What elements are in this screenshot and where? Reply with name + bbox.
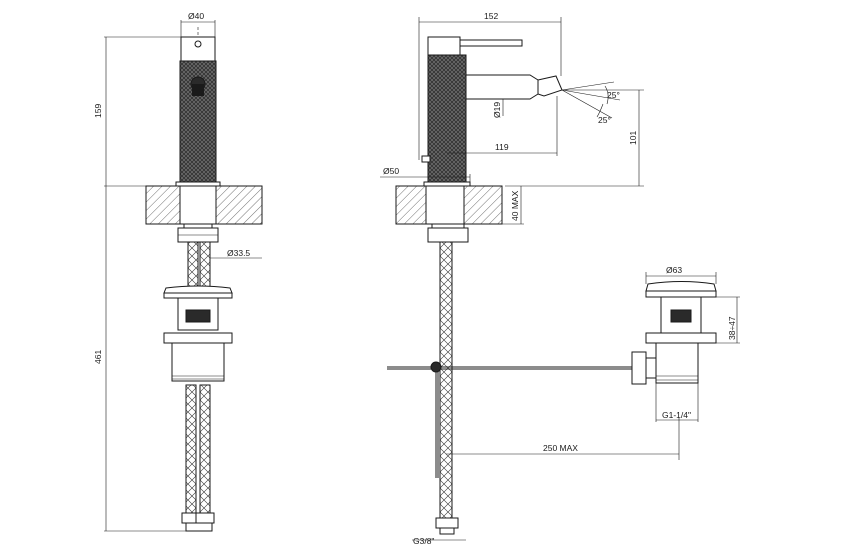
side-cap xyxy=(427,36,461,56)
front-base-ring xyxy=(175,181,221,187)
waste-dim-cap-diameter: Ø63 xyxy=(666,265,682,275)
side-spout-nozzle xyxy=(537,75,563,97)
front-waste-cap xyxy=(163,292,233,299)
side-nut xyxy=(427,227,469,243)
waste-flange xyxy=(645,332,717,344)
side-deck-right xyxy=(463,185,503,225)
side-rod-clamp xyxy=(430,361,442,373)
side-dim-angle-top: 25° xyxy=(607,90,620,100)
side-dim-spout-reach: 119 xyxy=(495,142,509,152)
side-dim-spout-height: 101 xyxy=(628,131,638,145)
front-dim-top-diameter: Ø40 xyxy=(188,11,204,21)
waste-body xyxy=(660,296,702,334)
front-deck-right xyxy=(215,185,263,225)
front-deck-left xyxy=(145,185,181,225)
side-dim-rod-length: 250 MAX xyxy=(543,443,578,453)
side-hose xyxy=(439,241,453,531)
waste-cap xyxy=(645,290,717,298)
side-dim-spout-diameter: Ø19 xyxy=(492,102,502,118)
side-dim-deck-thickness: 40 MAX xyxy=(510,190,520,221)
waste-view: Ø63 38÷47 G1-1/4" xyxy=(631,265,740,422)
waste-dim-height: 38÷47 xyxy=(727,316,737,340)
side-lever xyxy=(459,39,523,47)
side-knurled-body xyxy=(427,54,467,183)
side-spout xyxy=(465,74,539,100)
front-hose-left-upper xyxy=(187,241,199,291)
front-hose-end-right xyxy=(195,512,215,524)
front-hose-right-lower xyxy=(199,384,211,514)
front-shank xyxy=(179,185,217,225)
waste-dim-thread: G1-1/4" xyxy=(662,410,691,420)
front-cap-hole xyxy=(194,40,202,48)
front-hose-right-upper xyxy=(199,241,211,291)
front-view: Ø40 159 461 Ø33.5 xyxy=(93,11,263,532)
side-dim-hose-thread: G3/8" xyxy=(413,536,434,546)
side-dim-base-diameter: Ø50 xyxy=(383,166,399,176)
side-base-ring xyxy=(423,181,471,187)
waste-thread xyxy=(655,342,699,384)
front-lever-stem xyxy=(192,84,204,96)
front-waste-thread xyxy=(171,342,225,382)
side-dim-angle-bottom: 25° xyxy=(598,115,611,125)
side-angle-line-center xyxy=(561,89,621,101)
front-waste-slot xyxy=(185,309,211,323)
side-deck-left xyxy=(395,185,427,225)
side-shank xyxy=(425,185,465,225)
front-dim-height-upper: 159 xyxy=(93,104,103,118)
waste-cap-top xyxy=(645,281,717,292)
front-washer xyxy=(183,223,213,229)
front-waste-flange xyxy=(163,332,233,344)
front-hose-left-lower xyxy=(185,384,197,514)
waste-pivot-housing xyxy=(631,351,647,385)
front-dim-connector-diameter: Ø33.5 xyxy=(227,248,250,258)
front-dim-height-total: 461 xyxy=(93,350,103,364)
side-view: 152 Ø19 119 25° 25° 101 Ø50 40 MAX 250 M… xyxy=(380,11,680,546)
waste-slot xyxy=(670,309,692,323)
side-dim-width: 152 xyxy=(484,11,498,21)
side-hose-end xyxy=(435,517,459,529)
